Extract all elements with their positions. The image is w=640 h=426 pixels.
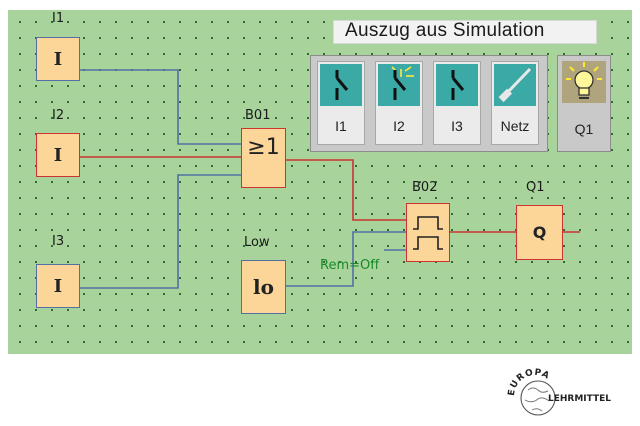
remanence-note: Rem=Off bbox=[320, 258, 380, 273]
logo-side-text: LEHRMITTEL bbox=[548, 394, 611, 404]
block-label-i2: I2 bbox=[52, 108, 65, 123]
input-block-i2[interactable]: I bbox=[36, 133, 80, 177]
mains-power-switch-icon bbox=[494, 64, 536, 106]
sim-input-i2-button[interactable]: I2 bbox=[375, 61, 423, 145]
simulation-title-box bbox=[333, 20, 597, 44]
switch-open-icon bbox=[436, 64, 478, 106]
sim-button-label: Netz bbox=[500, 118, 530, 134]
wiring-layer bbox=[80, 69, 580, 289]
sim-input-i1-button[interactable]: I1 bbox=[317, 61, 365, 145]
or-gate-block-b01[interactable]: ≥1 bbox=[241, 128, 286, 188]
wire-i3-to-b01 bbox=[80, 174, 241, 289]
pulse-relay-icon bbox=[413, 215, 443, 250]
block-label-low: Low bbox=[244, 235, 270, 250]
block-label-i3: I3 bbox=[52, 234, 65, 249]
sim-button-label: I3 bbox=[451, 118, 463, 134]
block-symbol: lo bbox=[253, 275, 274, 299]
block-label-b02: B02 bbox=[412, 180, 438, 195]
simulation-title: Auszug aus Simulation bbox=[345, 20, 545, 41]
sim-button-label: I2 bbox=[393, 118, 405, 134]
output-block-q1[interactable]: Q bbox=[516, 205, 563, 260]
pulse-relay-block-b02[interactable] bbox=[406, 203, 450, 262]
wire-low-to-b02 bbox=[286, 231, 406, 287]
simulation-output-panel: Q1 bbox=[557, 55, 611, 152]
block-symbol: Q bbox=[532, 223, 547, 242]
light-bulb-icon bbox=[562, 61, 606, 103]
block-symbol: ≥1 bbox=[247, 135, 280, 160]
block-symbol: I bbox=[53, 275, 63, 297]
wire-i1-to-b01 bbox=[80, 69, 241, 145]
block-label-i1: I1 bbox=[52, 11, 65, 26]
block-symbol: I bbox=[53, 48, 63, 70]
sim-input-i3-button[interactable]: I3 bbox=[433, 61, 481, 145]
switch-open-icon bbox=[320, 64, 362, 106]
input-block-i3[interactable]: I bbox=[36, 264, 80, 308]
simulation-input-panel: I1 I2 I3 bbox=[310, 55, 548, 152]
block-symbol: I bbox=[53, 144, 63, 166]
switch-sparking-icon bbox=[378, 64, 420, 106]
sim-output-label: Q1 bbox=[574, 121, 594, 137]
sim-netz-button[interactable]: Netz bbox=[491, 61, 539, 145]
block-label-q1: Q1 bbox=[526, 180, 545, 195]
sim-button-label: I1 bbox=[335, 118, 347, 134]
constant-low-block[interactable]: lo bbox=[241, 260, 286, 314]
input-block-i1[interactable]: I bbox=[36, 37, 80, 81]
wire-b01-to-b02 bbox=[286, 159, 406, 221]
block-label-b01: B01 bbox=[245, 108, 271, 123]
europa-lehrmittel-logo: EUROPA LEHRMITTEL bbox=[494, 360, 640, 422]
